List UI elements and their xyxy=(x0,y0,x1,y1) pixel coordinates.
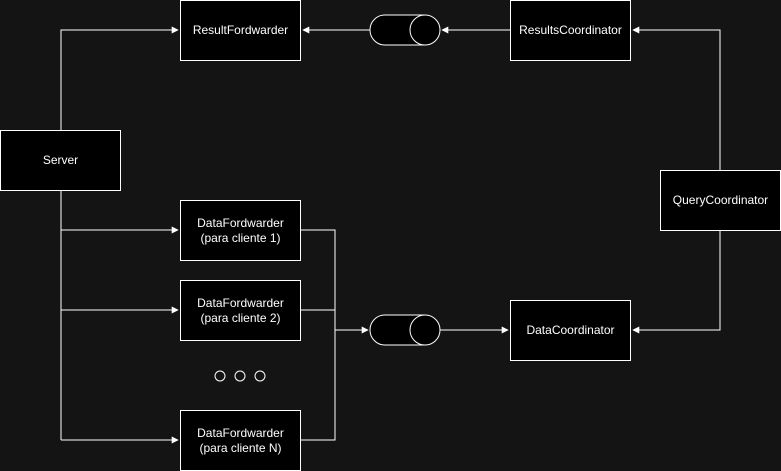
query-coordinator-node: QueryCoordinator xyxy=(660,170,781,231)
ellipsis-dot xyxy=(254,370,266,382)
ellipsis-indicator xyxy=(214,370,266,382)
edge-data-forwarder-n-to-queue xyxy=(300,330,336,441)
results-coordinator-label: ResultsCoordinator xyxy=(519,23,622,37)
results-queue xyxy=(369,14,441,46)
data-forwarder-2-node: DataFordwarder (para cliente 2) xyxy=(180,280,301,341)
result-forwarder-node: ResultFordwarder xyxy=(180,0,301,61)
ellipsis-dot xyxy=(214,370,226,382)
data-forwarder-n-node: DataFordwarder (para cliente N) xyxy=(180,410,301,471)
data-forwarder-2-sublabel: (para cliente 2) xyxy=(200,310,281,325)
result-forwarder-label: ResultFordwarder xyxy=(192,23,289,37)
data-coordinator-label: DataCoordinator xyxy=(526,323,615,337)
data-coordinator-node: DataCoordinator xyxy=(510,300,631,361)
server-label: Server xyxy=(42,153,79,167)
data-forwarder-1-sublabel: (para cliente 1) xyxy=(200,230,281,245)
edge-data-forwarder-2-to-queue xyxy=(300,309,369,334)
edge-query-to-data-coordinator xyxy=(632,230,721,334)
ellipsis-dot xyxy=(234,370,246,382)
data-forwarder-n-label: DataFordwarder xyxy=(197,425,284,440)
query-coordinator-label: QueryCoordinator xyxy=(672,193,769,207)
edge-query-to-results-coordinator xyxy=(632,26,721,170)
data-forwarder-1-label: DataFordwarder xyxy=(197,215,284,230)
results-coordinator-node: ResultsCoordinator xyxy=(510,0,631,61)
edge-server-to-result-forwarder xyxy=(60,26,179,130)
edge-data-forwarder-1-to-queue xyxy=(300,229,336,330)
data-forwarder-2-label: DataFordwarder xyxy=(197,295,284,310)
data-forwarder-1-node: DataFordwarder (para cliente 1) xyxy=(180,200,301,261)
data-forwarder-n-sublabel: (para cliente N) xyxy=(199,440,282,455)
data-queue xyxy=(369,314,441,346)
server-node: Server xyxy=(0,130,121,191)
